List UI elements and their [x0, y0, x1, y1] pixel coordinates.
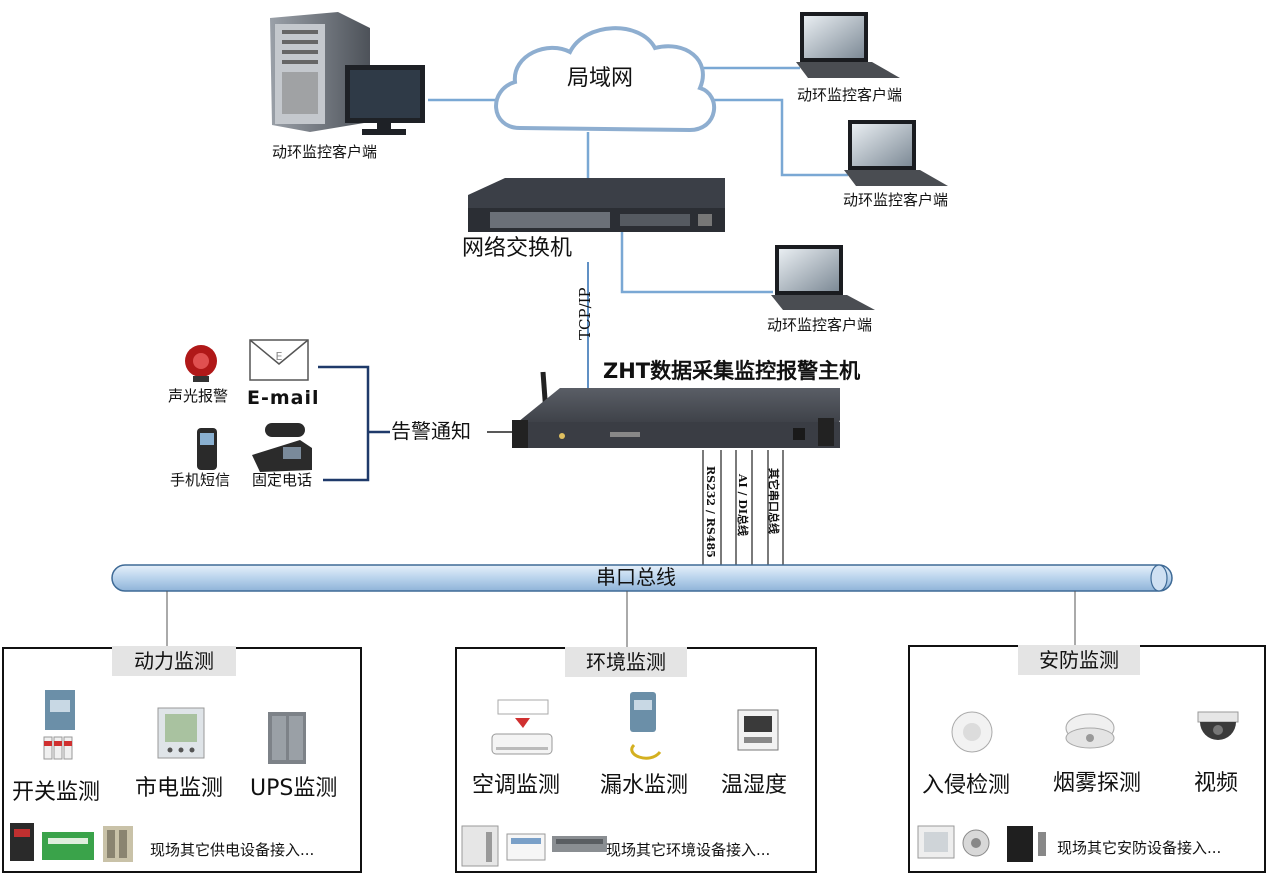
laptop-icon: [844, 120, 948, 186]
svg-text:E: E: [276, 350, 283, 363]
network-switch-icon: [468, 178, 725, 232]
power-panel-title: 动力监测: [112, 646, 236, 676]
other-serial-bus-label: 其它串口总线: [767, 468, 780, 534]
security-panel-title: 安防监测: [1018, 645, 1140, 675]
monitor-icon: [345, 65, 425, 135]
temp-humidity-label: 温湿度: [721, 773, 788, 798]
client-label-server: 动环监控客户端: [272, 143, 378, 161]
intrusion-detect-label: 入侵检测: [922, 773, 1011, 798]
rs232-rs485-label: RS232 / RS485: [704, 466, 717, 558]
power-meter-icon: [157, 707, 205, 759]
alarm-bracket: [318, 365, 390, 482]
sms-label: 手机短信: [170, 471, 231, 489]
video-label: 视频: [1194, 771, 1239, 796]
mains-monitor-label: 市电监测: [135, 776, 224, 801]
power-other-label: 现场其它供电设备接入...: [150, 841, 315, 859]
switch-monitor-label: 开关监测: [12, 780, 101, 805]
smoke-detector-icon: [1065, 713, 1115, 749]
host-label: ZHT数据采集监控报警主机: [603, 359, 861, 383]
client-label-laptop-2: 动环监控客户端: [843, 191, 949, 209]
alarm-notify-label: 告警通知: [391, 419, 471, 443]
serial-bus-icon: [111, 564, 1173, 592]
air-conditioner-icon: [491, 699, 553, 755]
laptop-icon: [796, 12, 900, 78]
power-other-devices-icon: [10, 823, 133, 862]
sound-light-alarm-label: 声光报警: [168, 387, 229, 405]
water-leak-sensor-icon: [630, 692, 662, 760]
environment-monitoring-panel: [455, 647, 817, 873]
water-leak-label: 漏水监测: [600, 773, 689, 798]
smoke-detect-label: 烟雾探测: [1053, 771, 1142, 796]
laptop-icon: [771, 245, 875, 310]
ac-monitor-label: 空调监测: [472, 773, 561, 798]
tcp-ip-label: TCP/IP: [576, 287, 594, 340]
security-other-devices-icon: [917, 825, 1046, 862]
mobile-phone-icon: [197, 428, 217, 470]
siren-icon: [185, 345, 217, 382]
lan-cloud-label: 局域网: [567, 66, 634, 91]
camera-icon: [1197, 711, 1239, 740]
desk-phone-icon: [252, 423, 312, 472]
thermo-hygrometer-icon: [737, 709, 779, 751]
phone-label: 固定电话: [252, 471, 313, 489]
ups-icon: [268, 712, 306, 764]
host-bus-lines: [702, 450, 784, 565]
serial-bus-label: 串口总线: [596, 565, 676, 589]
panel-drop-lines: [166, 591, 1076, 649]
security-other-label: 现场其它安防设备接入...: [1057, 839, 1222, 857]
ai-di-bus-label: AI / DI总线: [736, 474, 749, 537]
client-label-laptop-1: 动环监控客户端: [797, 86, 903, 104]
switch-label: 网络交换机: [462, 236, 573, 261]
email-label: E-mail: [247, 387, 320, 409]
environment-panel-title: 环境监测: [565, 647, 687, 677]
host-device-icon: [512, 371, 840, 448]
client-label-laptop-3: 动环监控客户端: [767, 316, 873, 334]
ups-monitor-label: UPS监测: [250, 776, 338, 801]
email-icon: E: [249, 339, 309, 381]
lan-cloud-icon: [494, 26, 717, 133]
network-links: [428, 66, 848, 294]
intrusion-detector-icon: [951, 711, 993, 753]
environment-other-label: 现场其它环境设备接入...: [606, 841, 771, 859]
power-monitoring-panel: [2, 647, 362, 873]
switch-monitor-device-icon: [43, 690, 75, 760]
environment-other-devices-icon: [461, 825, 607, 867]
